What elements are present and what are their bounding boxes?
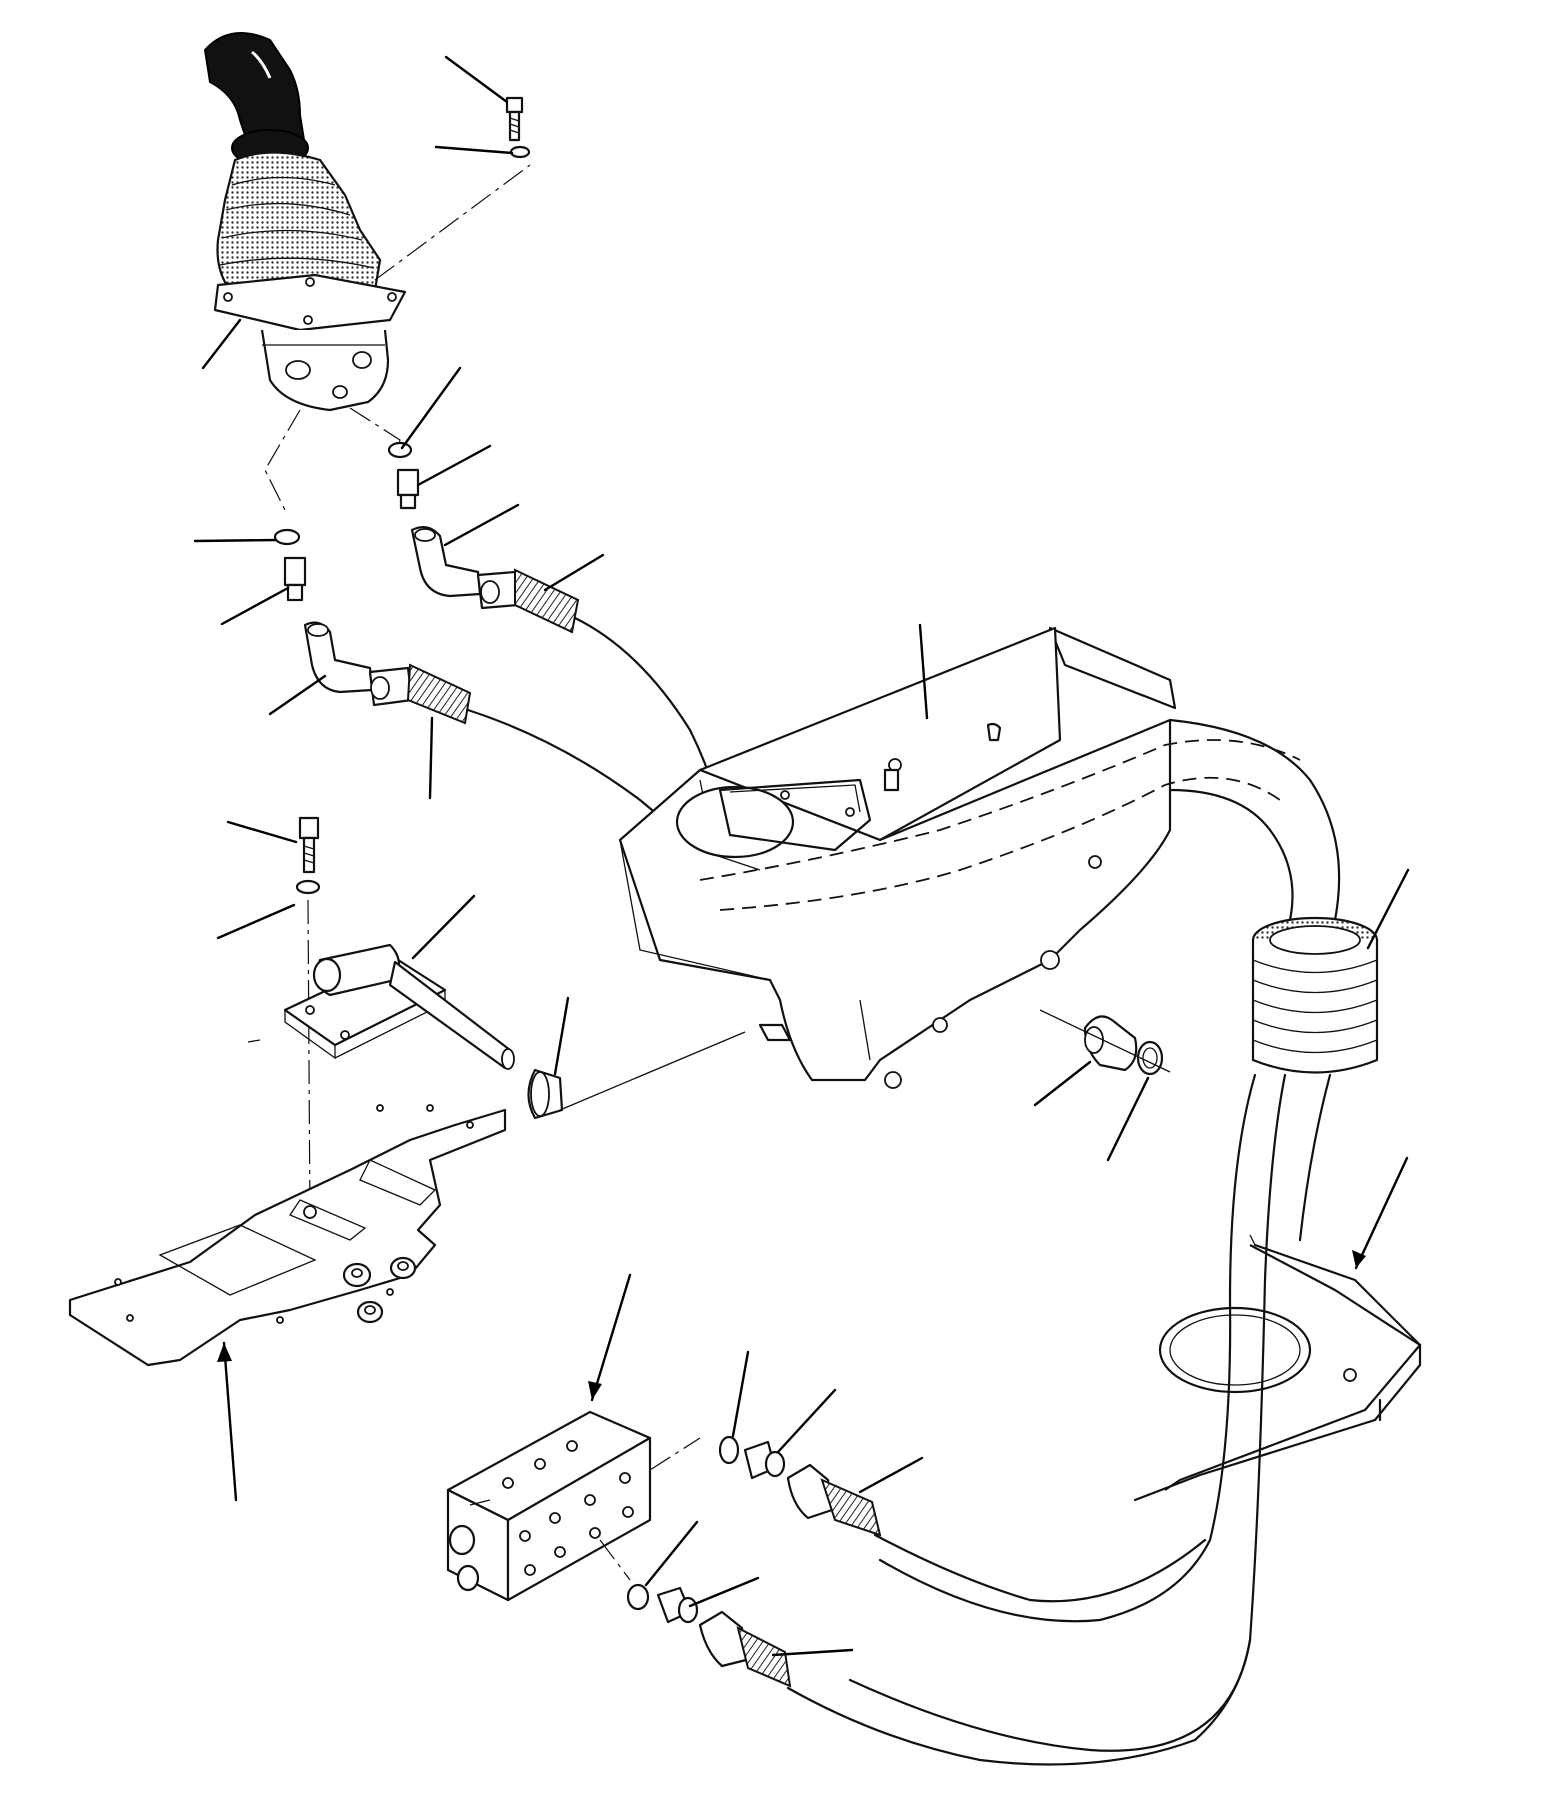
leader-oring-lower — [644, 1520, 699, 1587]
leader-spiral — [1366, 868, 1410, 950]
o-ring-lower — [626, 1583, 650, 1611]
leader-elbow-right — [443, 503, 520, 547]
leader-oring-upper — [731, 1350, 750, 1438]
control-valve-base — [213, 273, 407, 412]
leader-hose-upper — [858, 1456, 924, 1494]
leader-washer-pivot — [216, 903, 296, 940]
lock-washer-pivot — [295, 879, 321, 895]
floor-plate — [68, 1104, 507, 1367]
o-ring-upper — [718, 1435, 740, 1465]
arrowhead-cab-plate — [1352, 1250, 1366, 1268]
joystick-assembly — [203, 32, 531, 412]
arrowhead-junction-block — [588, 1381, 602, 1400]
leader-adapter-lower — [688, 1576, 760, 1608]
hose-bundle — [848, 718, 1379, 1752]
leader-cab-plate — [1354, 1156, 1409, 1270]
left-hose-chain — [264, 409, 742, 882]
leader-hose-left — [428, 716, 434, 800]
hose-end-right — [476, 568, 580, 634]
adapter-left — [283, 556, 307, 602]
mounting-screw-pivot — [298, 816, 320, 874]
right-hose-chain — [349, 407, 732, 862]
mounting-screw-top — [505, 96, 524, 142]
elbow-right — [410, 525, 482, 598]
leader-valve-base — [201, 318, 242, 370]
leader-pivot-bracket — [411, 894, 476, 960]
cab-floor-plate — [1133, 1234, 1422, 1502]
adapter-lower — [656, 1586, 699, 1624]
leader-screw-top — [444, 55, 509, 104]
pivot-assembly — [247, 816, 746, 1226]
leader-bushing-right — [1033, 1060, 1092, 1107]
bushing-leader — [559, 1031, 746, 1111]
leader-screw-pivot — [226, 820, 298, 844]
junction-block — [446, 1410, 652, 1602]
leader-adapter-right — [416, 444, 492, 487]
lock-washer-top — [509, 145, 531, 159]
pivot-pin-bracket — [283, 943, 515, 1070]
hose-end-lower — [698, 1610, 792, 1688]
screw-centerline — [374, 164, 531, 281]
leader-adapter-left — [220, 586, 290, 626]
adapter-right — [396, 468, 420, 510]
leader-console — [918, 623, 929, 720]
o-ring-left — [273, 528, 301, 546]
adapter-upper — [743, 1440, 786, 1480]
spiral-wrap — [1251, 916, 1379, 1074]
joystick-grip — [203, 32, 309, 167]
leader-bushing-left — [553, 996, 570, 1076]
leader-washer-top — [434, 145, 514, 155]
left-centerline — [264, 409, 301, 511]
floor-bolts — [342, 1256, 417, 1324]
hose-end-left — [368, 663, 472, 725]
bushing-left — [527, 1068, 564, 1120]
arrowhead-floor-plate — [217, 1343, 232, 1362]
junction-upper-chain — [649, 1435, 1207, 1603]
leader-snap-ring — [1106, 1076, 1150, 1162]
leader-adapter-upper — [776, 1388, 837, 1454]
leader-floor-plate — [222, 1341, 238, 1502]
console-bracket — [618, 626, 1301, 1089]
pivot-centerline — [307, 899, 311, 1226]
leader-hose-lower — [771, 1648, 854, 1657]
leader-lines — [193, 55, 1410, 1657]
leader-junction-block — [590, 1273, 632, 1402]
leader-hose-right — [543, 553, 605, 592]
leader-oring-right — [400, 366, 462, 450]
leader-oring-left — [193, 538, 278, 543]
o-ring-right — [387, 441, 413, 459]
leader-elbow-left — [268, 674, 327, 716]
junction-lower-chain — [599, 1539, 1252, 1766]
snap-ring — [1136, 1040, 1164, 1076]
hose-end-upper — [786, 1463, 882, 1537]
